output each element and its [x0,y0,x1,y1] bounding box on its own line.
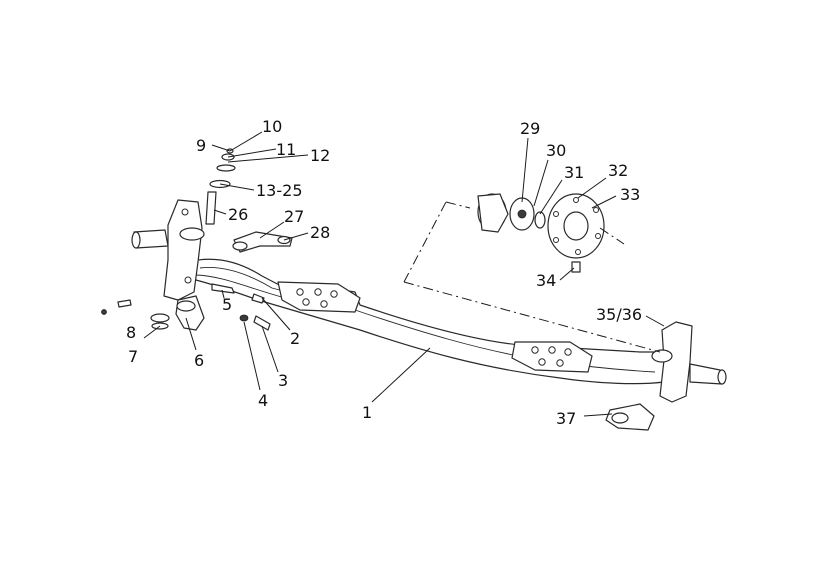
king-pin-stack [205,148,236,225]
right-steering-knuckle [651,321,727,403]
left-steering-knuckle [131,199,205,301]
hub-assembly [477,193,605,273]
label-part-5: 5 [222,295,232,314]
hub-centerline [403,201,661,353]
label-part-28: 28 [310,223,330,242]
part-labels: 1 2 3 4 5 6 7 8 9 10 11 12 13-25 26 27 2… [126,117,642,428]
left-hardware-parts [101,283,271,331]
label-part-1: 1 [362,403,372,422]
right-steering-arm [605,403,655,431]
label-part-37: 37 [556,409,576,428]
label-part-9: 9 [196,136,206,155]
label-part-35-36: 35/36 [596,305,642,324]
label-part-31: 31 [564,163,584,182]
label-part-10: 10 [262,117,282,136]
left-steering-arm [175,295,205,331]
label-part-26: 26 [228,205,248,224]
tie-rod-arm [232,231,293,253]
left-spring-pad [277,281,361,313]
label-part-6: 6 [194,351,204,370]
right-spring-pad [511,341,593,373]
label-part-34: 34 [536,271,556,290]
label-part-30: 30 [546,141,566,160]
label-part-3: 3 [278,371,288,390]
label-part-4: 4 [258,391,268,410]
label-part-29: 29 [520,119,540,138]
label-part-2: 2 [290,329,300,348]
leader-lines [143,131,665,417]
label-part-32: 32 [608,161,628,180]
label-part-11: 11 [276,140,296,159]
label-part-13-25: 13-25 [256,181,303,200]
label-part-33: 33 [620,185,640,204]
label-part-12: 12 [310,146,330,165]
label-part-27: 27 [284,207,304,226]
label-part-7: 7 [128,347,138,366]
label-part-8: 8 [126,323,136,342]
